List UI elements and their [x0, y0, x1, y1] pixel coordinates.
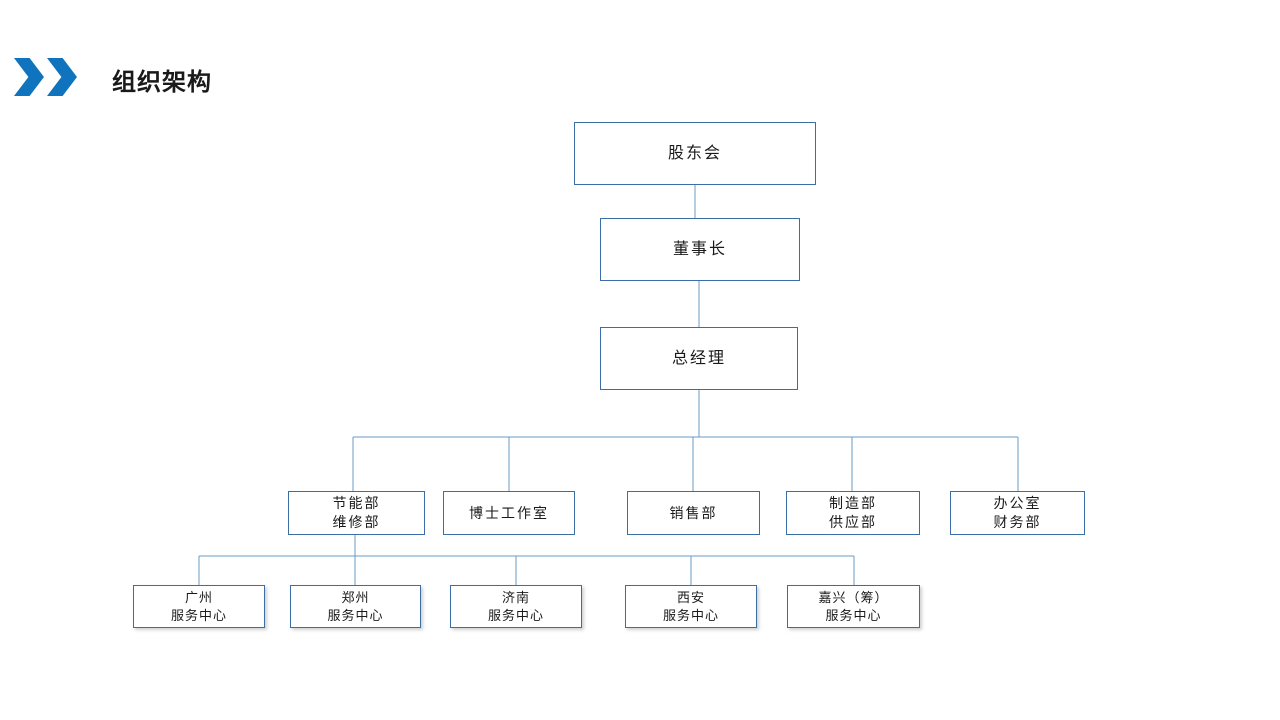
org-node-label-line-1: 嘉兴（筹） — [818, 589, 889, 605]
org-node-xian-center[interactable]: 西安 服务中心 — [625, 585, 757, 628]
org-node-label-line-1: 制造部 — [829, 495, 877, 512]
org-node-label-line-1: 济南 — [501, 589, 530, 605]
org-node-label: 股东会 — [667, 144, 722, 162]
page-title: 组织架构 — [112, 69, 212, 96]
org-node-label-line-1: 广州 — [184, 589, 213, 605]
org-node-label-line-2: 供应部 — [829, 514, 877, 530]
org-node-label-line-2: 服务中心 — [170, 607, 227, 623]
org-node-jiaxing-center[interactable]: 嘉兴（筹） 服务中心 — [787, 585, 920, 628]
org-node-zhengzhou-center[interactable]: 郑州 服务中心 — [290, 585, 421, 628]
org-node-general-manager[interactable]: 总经理 — [600, 327, 798, 390]
org-node-shareholders[interactable]: 股东会 — [574, 122, 816, 185]
org-node-sales[interactable]: 销售部 — [627, 491, 760, 535]
org-node-label: 董事长 — [672, 240, 727, 258]
org-node-label-line-2: 服务中心 — [662, 607, 719, 623]
org-node-label-line-2: 财务部 — [993, 514, 1042, 530]
org-node-label-line-1: 节能部 — [332, 495, 381, 512]
org-node-label-line-2: 服务中心 — [487, 607, 544, 623]
org-node-label-line-2: 维修部 — [332, 514, 381, 530]
org-node-label-line-1: 办公室 — [993, 495, 1042, 512]
org-node-guangzhou-center[interactable]: 广州 服务中心 — [133, 585, 265, 628]
double-chevron-right-icon — [14, 58, 84, 96]
org-node-label-line-1: 郑州 — [341, 589, 370, 605]
org-node-label: 总经理 — [671, 349, 726, 367]
org-node-jinan-center[interactable]: 济南 服务中心 — [450, 585, 582, 628]
org-node-doctoral-workstation[interactable]: 博士工作室 — [443, 491, 575, 535]
org-node-label-line-1: 西安 — [676, 589, 705, 605]
org-node-label-line-2: 服务中心 — [825, 607, 882, 623]
org-node-label: 销售部 — [669, 504, 718, 521]
org-node-office-finance[interactable]: 办公室 财务部 — [950, 491, 1085, 535]
org-node-manufacturing-supply[interactable]: 制造部 供应部 — [786, 491, 920, 535]
org-node-chairman[interactable]: 董事长 — [600, 218, 800, 281]
org-node-label-line-2: 服务中心 — [327, 607, 384, 623]
org-node-label: 博士工作室 — [469, 504, 549, 521]
org-node-energy-maintenance[interactable]: 节能部 维修部 — [288, 491, 425, 535]
page-header: 组织架构 — [0, 0, 1280, 120]
